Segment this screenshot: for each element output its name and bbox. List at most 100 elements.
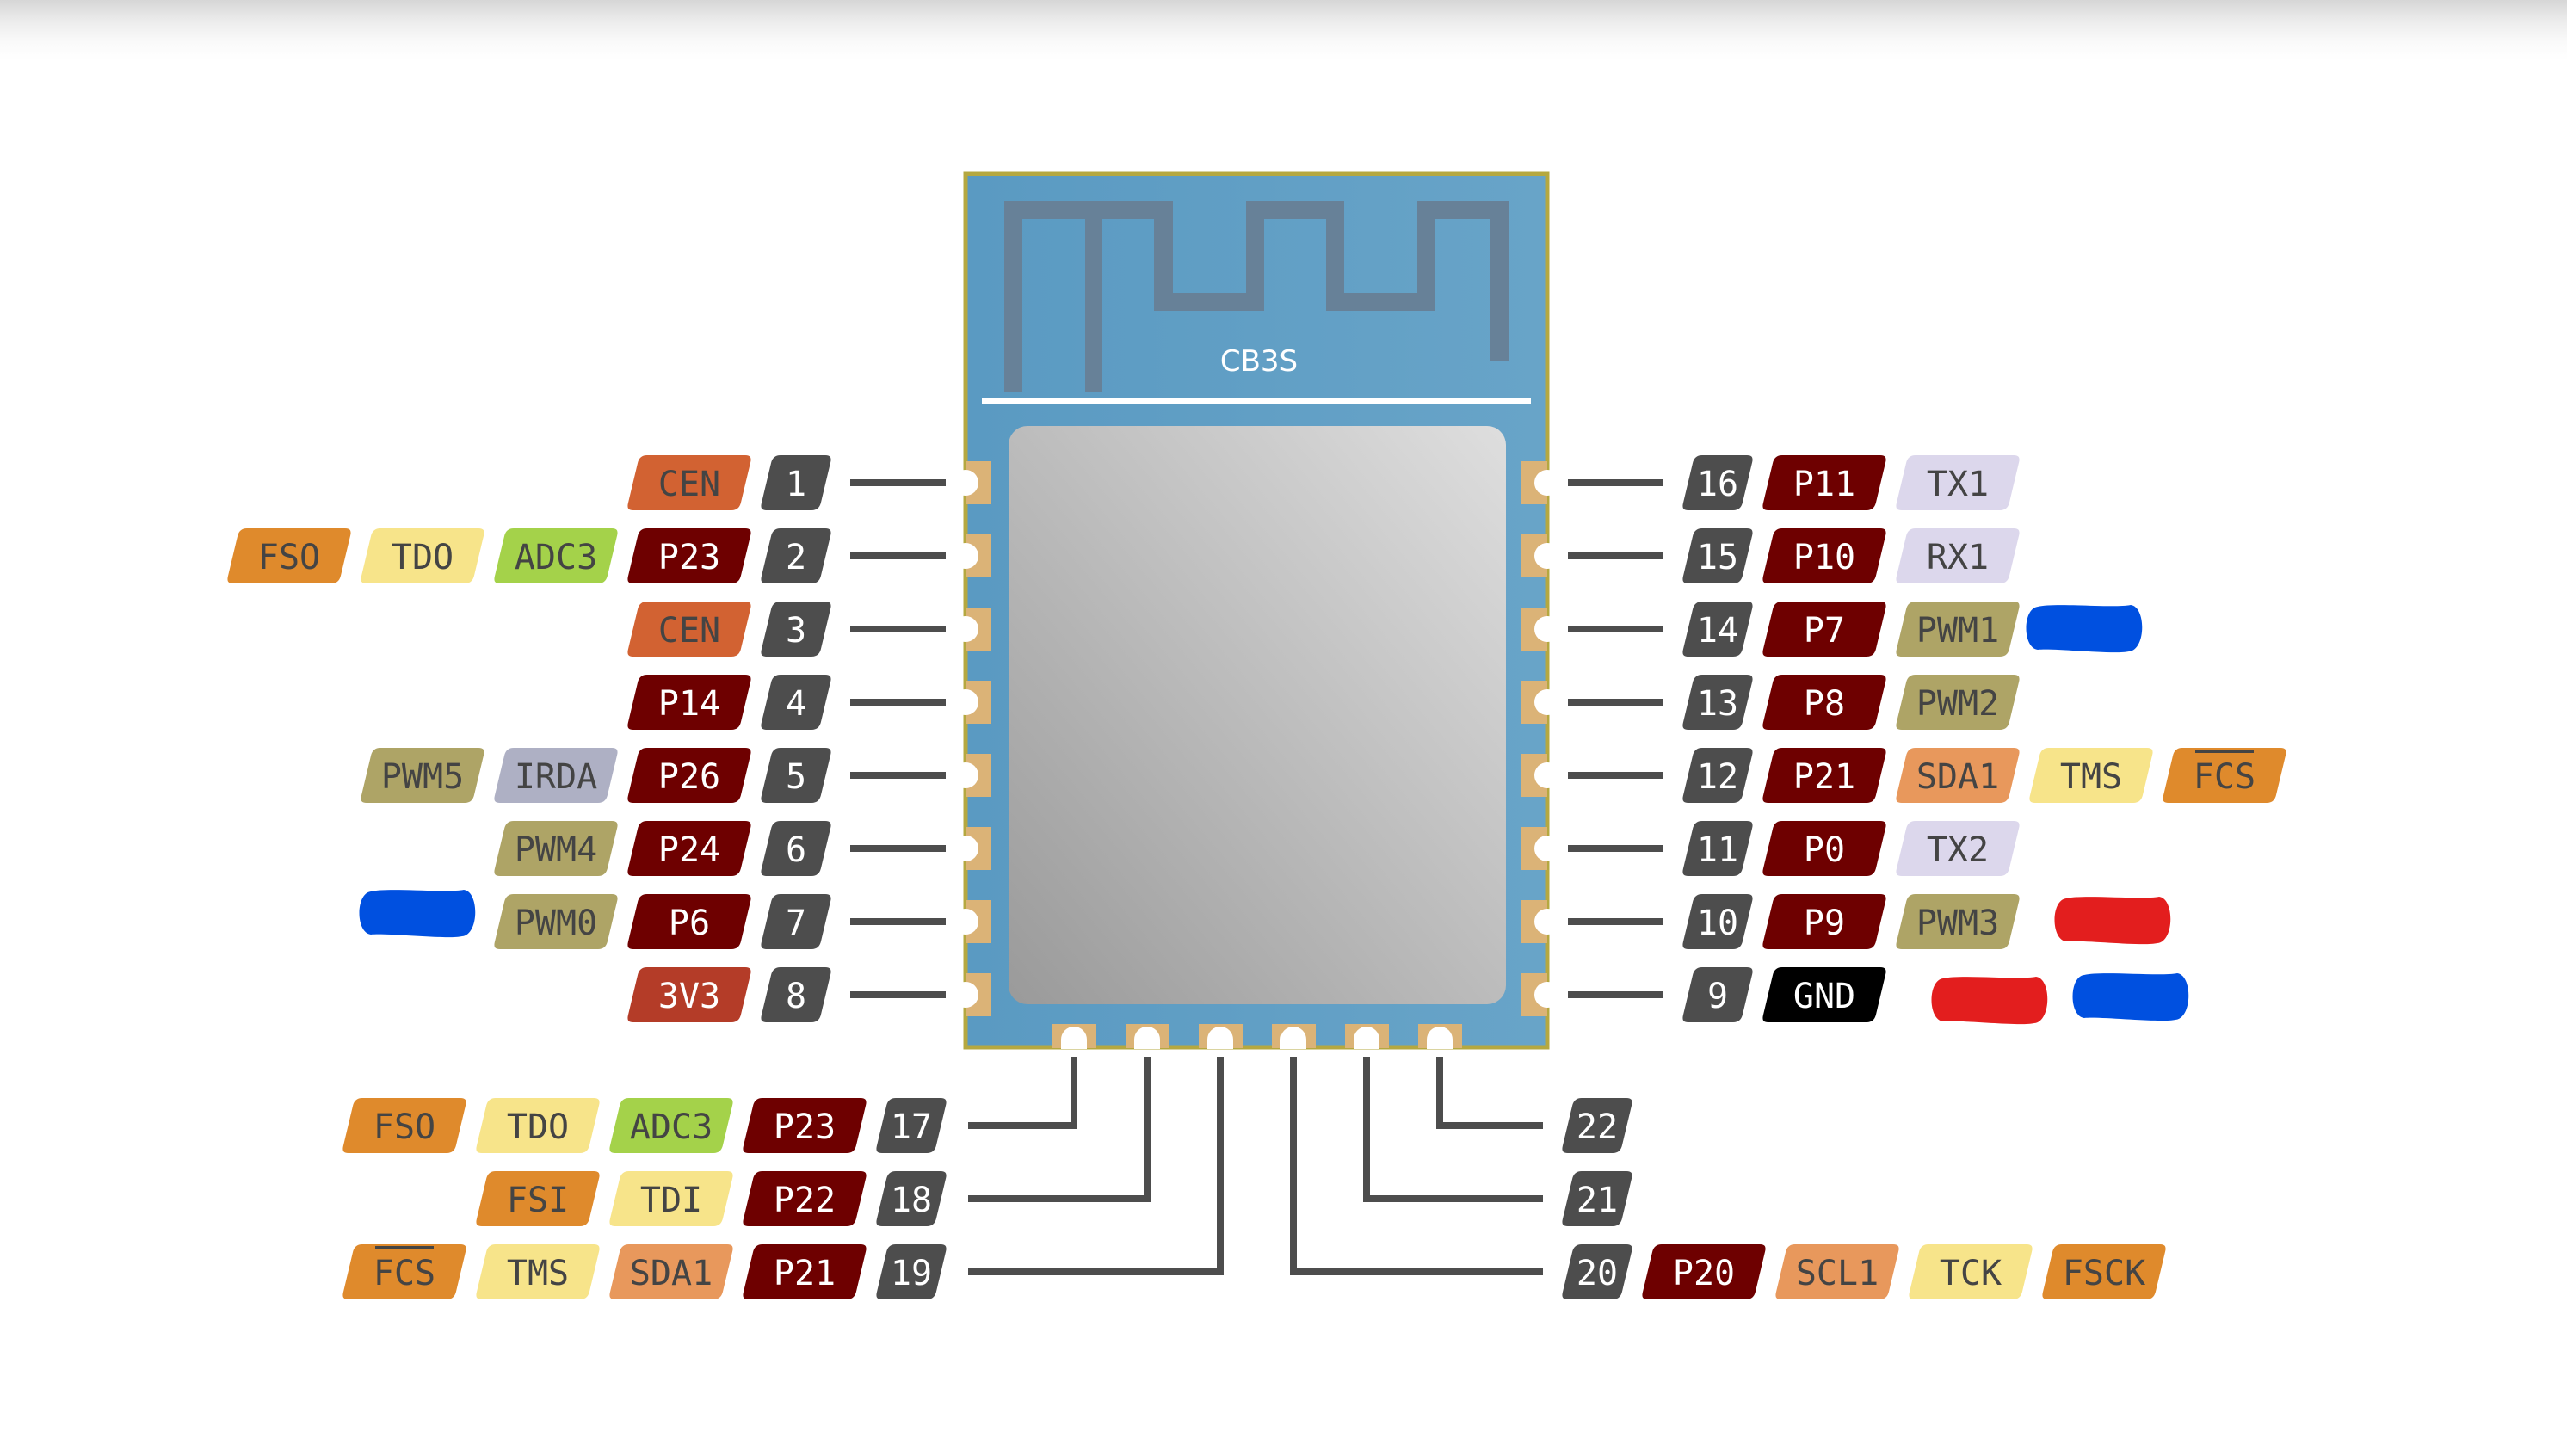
pin-number-5-bg xyxy=(758,745,834,805)
pin-20-label-fsck-bg xyxy=(2039,1242,2169,1302)
pin-9-label-gnd-text: GND xyxy=(1793,977,1855,1016)
pin-8-label-3v3: 3V3 xyxy=(625,965,754,1025)
pin-number-2: 2 xyxy=(758,526,834,586)
pad-hole xyxy=(953,762,978,788)
pin-number-3-text: 3 xyxy=(786,611,806,651)
pin-wire xyxy=(850,772,946,779)
pin-number-19: 19 xyxy=(873,1242,949,1302)
pad-hole xyxy=(1280,1027,1306,1049)
pin-18-label-fsi-bg xyxy=(473,1169,602,1229)
pin-number-7-text: 7 xyxy=(786,904,806,943)
pin-number-11-bg xyxy=(1680,818,1756,879)
pin-9-label-gnd: GND xyxy=(1760,965,1889,1025)
pin-number-11: 11 xyxy=(1680,818,1756,879)
pin-number-9-text: 9 xyxy=(1707,977,1728,1016)
pad-hole xyxy=(953,836,978,861)
pin-17-label-adc3-bg xyxy=(607,1095,736,1156)
pin-12-label-p21-text: P21 xyxy=(1793,757,1855,797)
pin-11-label-p0-text: P0 xyxy=(1804,830,1845,870)
pin-number-17-text: 17 xyxy=(891,1107,932,1147)
pin-20-label-tck: TCK xyxy=(1906,1242,2035,1302)
pin-12-label-fcs: FCS xyxy=(2160,745,2289,805)
pin-3-label-cen-text: CEN xyxy=(658,611,720,651)
pin-19-label-p21: P21 xyxy=(740,1242,869,1302)
pin-wire xyxy=(850,991,946,998)
pin-20-label-tck-bg xyxy=(1906,1242,2035,1302)
antenna-segment xyxy=(1246,201,1264,311)
pin-19-label-fcs-bg xyxy=(340,1242,469,1302)
pad-hole xyxy=(953,543,978,569)
pin-number-1-bg xyxy=(758,453,834,513)
pin-5-label-pwm5-bg xyxy=(358,745,487,805)
pin-number-17: 17 xyxy=(873,1095,949,1156)
pin-number-13-text: 13 xyxy=(1697,684,1738,724)
pin-number-6-bg xyxy=(758,818,834,879)
pin-19-label-fcs: FCS xyxy=(340,1242,469,1302)
pin-16-label-p11-text: P11 xyxy=(1793,465,1855,504)
pin-7-label-pwm0-bg xyxy=(491,891,620,952)
pin-number-10-text: 10 xyxy=(1697,904,1738,943)
pin-2-label-p23-text: P23 xyxy=(658,538,720,577)
pin-number-15-bg xyxy=(1680,526,1756,586)
pin-number-19-text: 19 xyxy=(891,1254,932,1293)
pin-number-22-bg xyxy=(1559,1095,1635,1156)
pin-number-20-bg xyxy=(1559,1242,1635,1302)
pin-19-label-tms-text: TMS xyxy=(507,1254,569,1293)
pin-number-19-bg xyxy=(873,1242,949,1302)
pin-16-label-tx1: TX1 xyxy=(1893,453,2022,513)
pin-number-12: 12 xyxy=(1680,745,1756,805)
antenna-trace xyxy=(1004,201,1509,392)
pin-1-label-cen-text: CEN xyxy=(658,465,720,504)
rf-shield xyxy=(1009,426,1506,1004)
pin-13-label-pwm2-text: PWM2 xyxy=(1916,684,1999,724)
pin-5-label-irda-text: IRDA xyxy=(515,757,597,797)
pin-20-label-scl1: SCL1 xyxy=(1773,1242,1902,1302)
pin-14-label-p7-bg xyxy=(1760,599,1889,659)
pad-hole xyxy=(953,909,978,935)
pin-12-label-tms-text: TMS xyxy=(2060,757,2122,797)
pin-10-label-p9-text: P9 xyxy=(1804,904,1845,943)
pin-19-label-p21-text: P21 xyxy=(774,1254,836,1293)
pin-5-label-irda-bg xyxy=(491,745,620,805)
pin-number-15: 15 xyxy=(1680,526,1756,586)
blue-annotation-mark xyxy=(359,890,476,938)
pin-2-label-adc3: ADC3 xyxy=(491,526,620,586)
pin-5-label-p26-bg xyxy=(625,745,754,805)
pin-wire xyxy=(1363,1057,1543,1202)
pin-number-18-bg xyxy=(873,1169,949,1229)
pin-15-label-p10: P10 xyxy=(1760,526,1889,586)
pin-18-label-tdi-bg xyxy=(607,1169,736,1229)
pin-15-label-rx1-text: RX1 xyxy=(1927,538,1989,577)
pin-16-label-p11: P11 xyxy=(1760,453,1889,513)
pin-number-2-bg xyxy=(758,526,834,586)
pin-number-16-text: 16 xyxy=(1697,465,1738,504)
blue-annotation-mark xyxy=(2072,973,2189,1021)
pin-12-label-sda1-text: SDA1 xyxy=(1916,757,1999,797)
pin-14-label-pwm1: PWM1 xyxy=(1893,599,2022,659)
pin-11-label-p0: P0 xyxy=(1760,818,1889,879)
pin-2-label-adc3-text: ADC3 xyxy=(515,538,597,577)
pin-11-label-p0-bg xyxy=(1760,818,1889,879)
pin-wire xyxy=(1568,626,1663,632)
pin-18-label-fsi: FSI xyxy=(473,1169,602,1229)
pin-6-label-pwm4-text: PWM4 xyxy=(515,830,597,870)
top-shadow xyxy=(0,0,2567,60)
pin-5-label-p26: P26 xyxy=(625,745,754,805)
pin-18-label-p22-text: P22 xyxy=(774,1181,836,1220)
pin-number-6-text: 6 xyxy=(786,830,806,870)
pin-17-label-fso-text: FSO xyxy=(373,1107,435,1147)
pin-18-label-fsi-text: FSI xyxy=(507,1181,569,1220)
pads xyxy=(953,461,1560,1049)
pin-wire xyxy=(1568,991,1663,998)
pin-20-label-p20-text: P20 xyxy=(1673,1254,1735,1293)
pin-number-13-bg xyxy=(1680,672,1756,732)
pin-20-label-scl1-bg xyxy=(1773,1242,1902,1302)
pin-wire xyxy=(850,699,946,706)
pin-8-label-3v3-text: 3V3 xyxy=(658,977,720,1016)
pin-11-label-tx2: TX2 xyxy=(1893,818,2022,879)
pad-hole xyxy=(1534,470,1560,496)
pin-13-label-p8: P8 xyxy=(1760,672,1889,732)
antenna-segment xyxy=(1004,201,1022,392)
pin-15-label-rx1: RX1 xyxy=(1893,526,2022,586)
pin-number-12-text: 12 xyxy=(1697,757,1738,797)
